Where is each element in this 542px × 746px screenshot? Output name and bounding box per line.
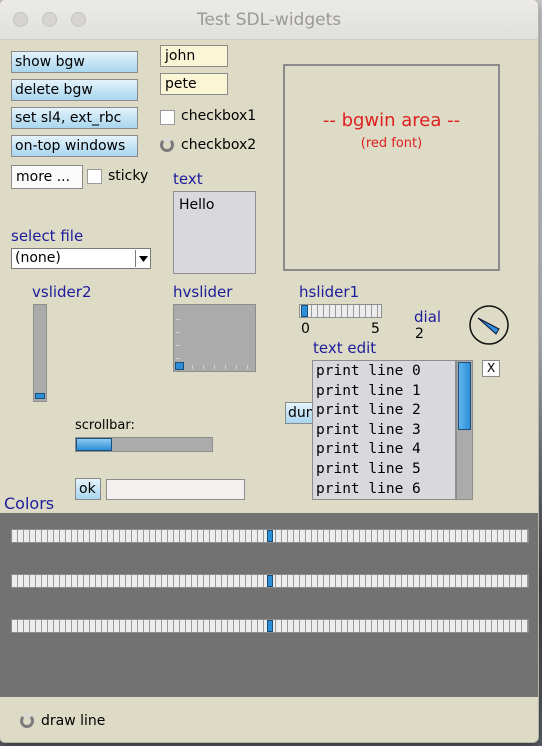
chevron-down-icon <box>135 250 150 267</box>
text-edit-line: print line 2 <box>316 402 421 419</box>
title-bar <box>0 0 538 40</box>
draw-line-label: draw line <box>41 713 106 729</box>
checkbox1-label: checkbox1 <box>181 108 257 124</box>
sticky-checkbox[interactable] <box>87 169 102 184</box>
show-bgw-button[interactable]: show bgw <box>11 51 138 73</box>
bgwin-area[interactable]: -- bgwin area -- (red font) <box>283 64 500 271</box>
vslider2-label: vslider2 <box>32 283 92 301</box>
close-x-button[interactable]: X <box>482 360 500 377</box>
text-edit-line: print line 0 <box>316 363 421 379</box>
select-file-label: select file <box>11 227 84 245</box>
hvslider-vticks <box>176 307 180 365</box>
text-box-content: Hello <box>179 197 215 213</box>
window-title: Test SDL-widgets <box>196 10 342 30</box>
hslider1-min: 0 <box>301 321 310 337</box>
colors-panel <box>0 513 538 697</box>
checkbox2-radio[interactable] <box>160 138 174 152</box>
select-file-dropdown[interactable]: (none) <box>11 248 151 269</box>
hvslider-hticks <box>182 365 252 369</box>
select-file-value: (none) <box>15 250 61 266</box>
colors-label: Colors <box>4 494 55 513</box>
pete-input[interactable]: pete <box>160 73 228 95</box>
text-edit-area[interactable]: print line 0 print line 1 print line 2 p… <box>312 360 456 500</box>
checkbox1-box[interactable] <box>160 110 175 125</box>
draw-line-radio[interactable] <box>20 714 34 728</box>
text-edit-line: print line 4 <box>316 441 421 458</box>
hvslider-pad[interactable] <box>173 304 256 372</box>
text-edit-label: text edit <box>313 339 377 357</box>
text-label: text <box>173 170 203 188</box>
color-slider-green-thumb[interactable] <box>267 575 273 587</box>
vslider2-thumb[interactable] <box>35 393 45 399</box>
text-edit-scroll-thumb[interactable] <box>458 362 471 430</box>
ok-button[interactable]: ok <box>75 478 101 500</box>
ok-text-input[interactable] <box>106 479 245 500</box>
dial-value: 2 <box>415 326 424 342</box>
hslider1-label: hslider1 <box>299 283 360 301</box>
text-edit-line: print line 6 <box>316 480 421 497</box>
hslider1-track[interactable] <box>299 304 382 318</box>
text-edit-scrollbar[interactable] <box>456 360 473 500</box>
bgwin-title: -- bgwin area -- <box>322 110 461 131</box>
hvslider-thumb[interactable] <box>175 362 184 370</box>
color-slider-red[interactable] <box>11 529 529 543</box>
hslider1-thumb[interactable] <box>301 305 308 317</box>
text-edit-lines: print line 0 print line 1 print line 2 p… <box>316 362 421 499</box>
text-edit-line: print line 5 <box>316 460 421 477</box>
set-sl4-button[interactable]: set sl4, ext_rbc <box>11 107 138 129</box>
text-edit-line: print line 1 <box>316 382 421 399</box>
john-input[interactable]: john <box>160 45 228 67</box>
delete-bgw-button[interactable]: delete bgw <box>11 79 138 101</box>
on-top-windows-button[interactable]: on-top windows <box>11 135 138 157</box>
text-edit-line: print line 3 <box>316 421 421 438</box>
color-slider-red-thumb[interactable] <box>267 530 273 542</box>
scrollbar-track[interactable] <box>75 437 213 452</box>
color-slider-blue-thumb[interactable] <box>267 620 273 632</box>
bgwin-subtitle: (red font) <box>360 136 423 151</box>
dial-label: dial <box>414 308 442 326</box>
sticky-label: sticky <box>108 168 149 184</box>
dial-knob[interactable] <box>468 304 510 346</box>
checkbox2-label: checkbox2 <box>181 137 257 153</box>
scrollbar-thumb[interactable] <box>76 438 112 451</box>
color-slider-green[interactable] <box>11 574 529 588</box>
color-slider-blue[interactable] <box>11 619 529 633</box>
close-window-button[interactable] <box>13 12 28 27</box>
vslider2-track[interactable] <box>33 304 47 402</box>
hvslider-label: hvslider <box>173 283 233 301</box>
minimize-window-button[interactable] <box>42 12 57 27</box>
scrollbar-label: scrollbar: <box>75 418 135 433</box>
hslider1-max: 5 <box>371 321 380 337</box>
maximize-window-button[interactable] <box>71 12 86 27</box>
more-button[interactable]: more ... <box>11 165 83 189</box>
text-box[interactable]: Hello <box>173 191 256 274</box>
